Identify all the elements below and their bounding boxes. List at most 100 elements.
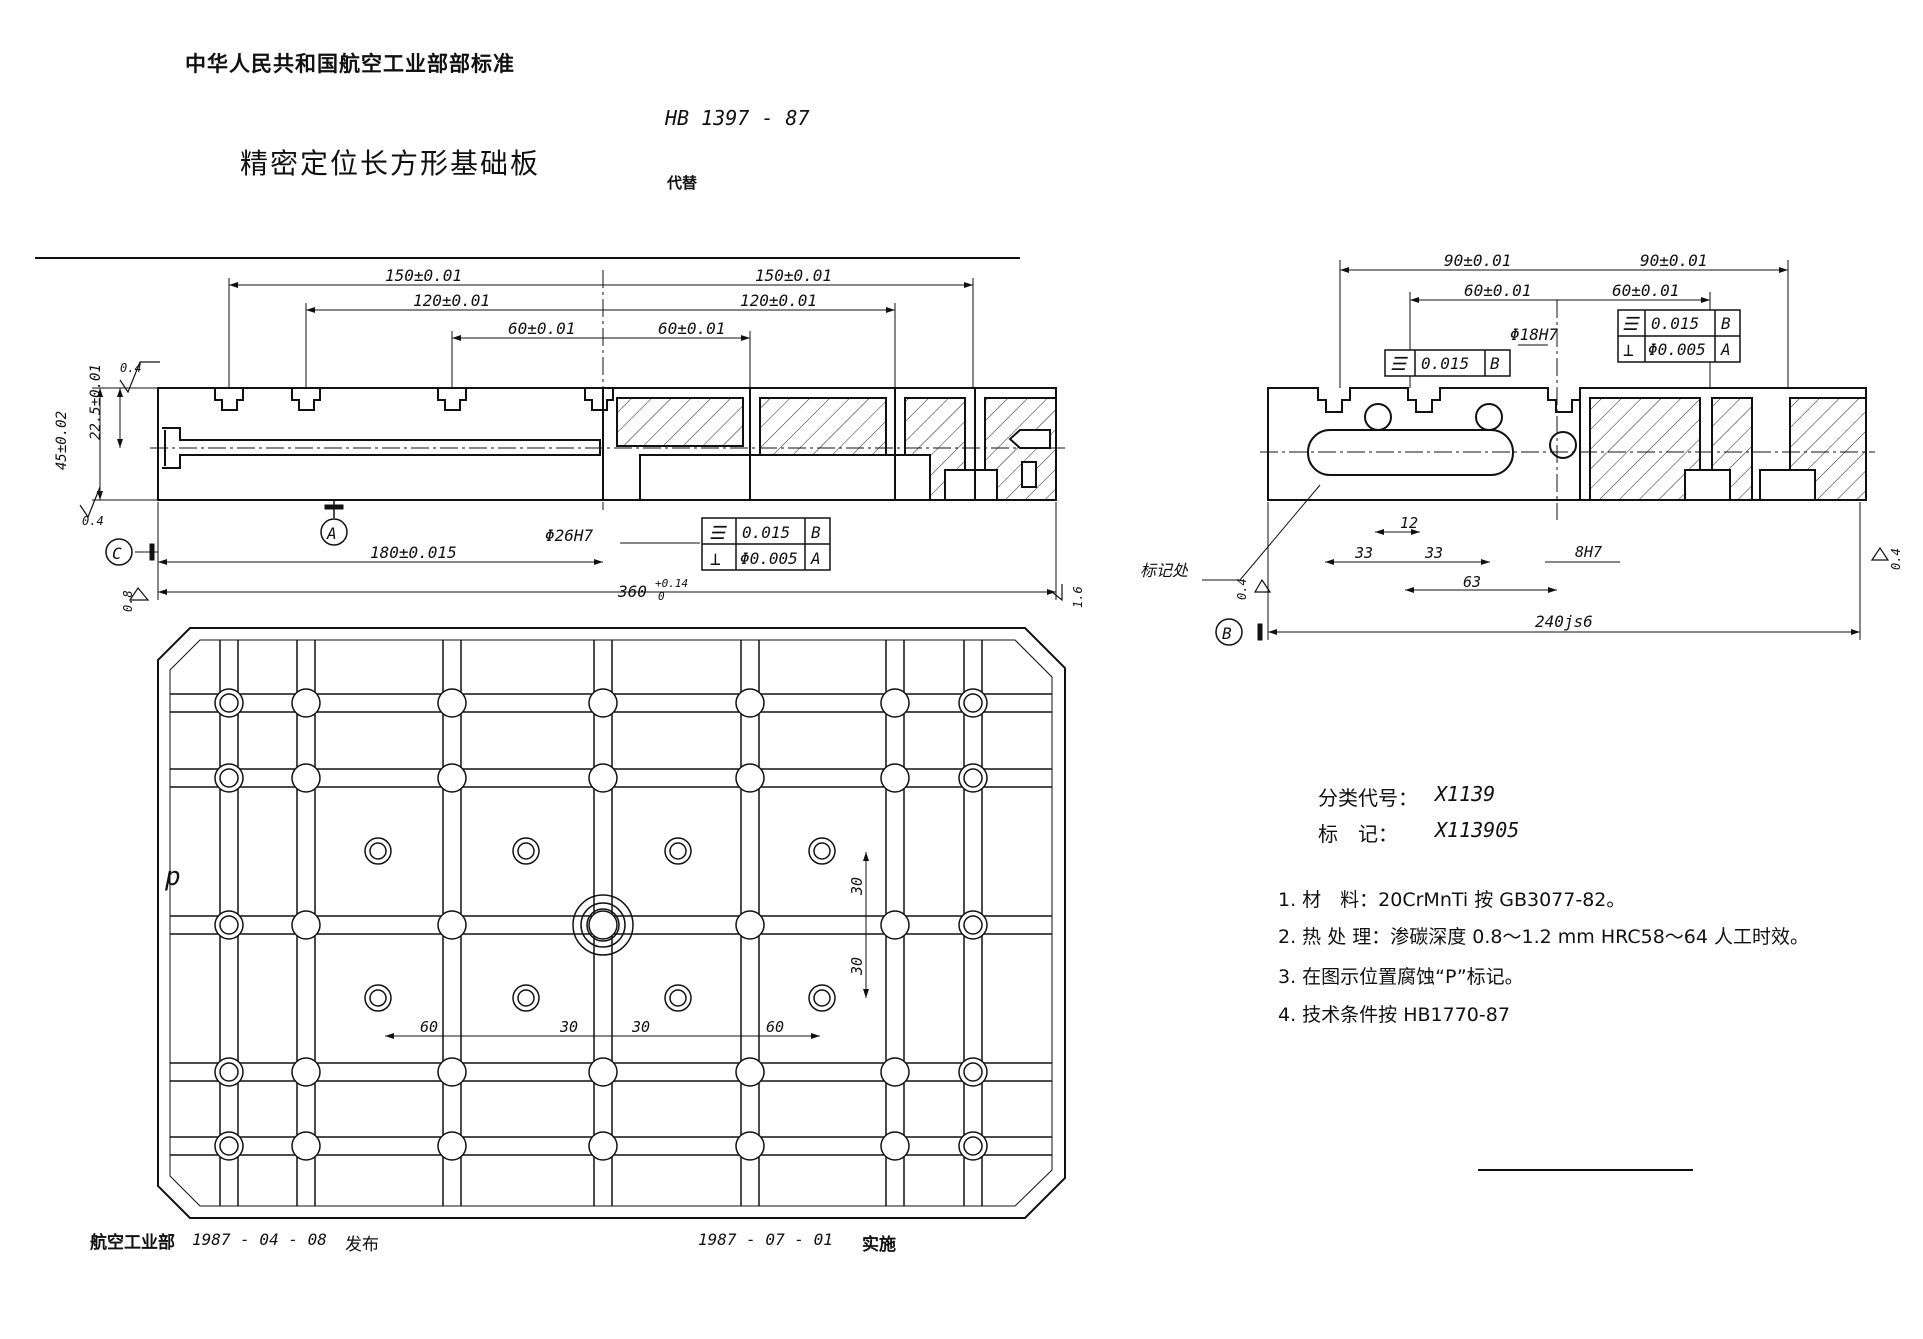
note-4: 4. 技术条件按 HB1770-87 xyxy=(1278,1004,1510,1026)
plan-hole xyxy=(291,1057,321,1087)
plan-p-mark: p xyxy=(164,862,181,892)
plan-hole xyxy=(880,910,910,940)
plan-hole-inner xyxy=(219,768,239,788)
front-roughness-bottom: 0.4 xyxy=(82,514,104,528)
plan-vdim-2: 30 xyxy=(848,957,866,976)
plan-grid xyxy=(170,640,1052,1206)
plan-hole xyxy=(588,763,618,793)
side-dim-240: 240js6 xyxy=(1535,612,1593,631)
plan-hole xyxy=(735,688,765,718)
plan-outline xyxy=(157,627,1066,1219)
plan-dim-30-right: 30 xyxy=(631,1018,650,1036)
footer-impl-label: 实施 xyxy=(862,1235,896,1255)
plan-pocket-hole xyxy=(364,837,392,865)
plan-hole xyxy=(735,910,765,940)
plan-pocket-hole-inner xyxy=(369,989,387,1007)
side-fcf-right xyxy=(1617,309,1741,363)
plan-view xyxy=(157,627,1066,1219)
side-dim-90-left: 90±0.01 xyxy=(1444,251,1511,270)
front-dim-150-left: 150±0.01 xyxy=(385,266,462,285)
plan-pocket-hole xyxy=(364,984,392,1012)
note-3: 3. 在图示位置腐蚀“P”标记。 xyxy=(1278,966,1524,988)
plan-hole xyxy=(735,1057,765,1087)
front-fcf-datum-1: B xyxy=(811,523,821,542)
side-slot-label: 8H7 xyxy=(1575,543,1602,561)
plan-hole xyxy=(291,1131,321,1161)
plan-hole xyxy=(880,1057,910,1087)
side-dim-63: 63 xyxy=(1463,573,1481,591)
plan-hole-inner xyxy=(219,693,239,713)
plan-hole-inner xyxy=(963,1062,983,1082)
plan-dim-60-right: 60 xyxy=(766,1018,784,1036)
front-datum-a: A xyxy=(326,524,337,543)
side-dim-33a: 33 xyxy=(1354,544,1373,562)
plan-pocket-hole xyxy=(808,984,836,1012)
side-fcf-left-val: 0.015 xyxy=(1421,354,1469,373)
plan-hole xyxy=(588,1131,618,1161)
side-fcf-left-datum: B xyxy=(1490,354,1500,373)
plan-hole xyxy=(735,763,765,793)
page-title: 精密定位长方形基础板 xyxy=(240,147,541,180)
side-bore-label: Φ18H7 xyxy=(1510,325,1559,344)
plan-hole xyxy=(880,763,910,793)
plan-hole xyxy=(214,1131,244,1161)
side-datum-b: B xyxy=(1222,624,1232,643)
plan-hole xyxy=(437,1057,467,1087)
front-height-45: 45±0.02 xyxy=(54,411,70,470)
standard-number: HB 1397 - 87 xyxy=(665,106,810,130)
plan-hole-inner xyxy=(963,915,983,935)
front-dim-180: 180±0.015 xyxy=(370,543,457,562)
plan-hole xyxy=(214,910,244,940)
plan-dim-60-left: 60 xyxy=(420,1018,438,1036)
footer-issuer: 航空工业部 xyxy=(90,1233,175,1253)
note-1: 1. 材 料：20CrMnTi 按 GB3077-82。 xyxy=(1278,889,1626,911)
front-dim-120-right: 120±0.01 xyxy=(740,291,817,310)
plan-hole xyxy=(735,1131,765,1161)
front-bore-label: Φ26H7 xyxy=(545,526,594,545)
front-view xyxy=(157,387,1057,501)
org-title: 中华人民共和国航空工业部部标准 xyxy=(185,52,515,76)
plan-hole-inner xyxy=(219,1062,239,1082)
plan-hole xyxy=(214,688,244,718)
side-dim-60-left: 60±0.01 xyxy=(1464,281,1531,300)
replaces-label: 代替 xyxy=(667,174,698,192)
plan-hole-inner xyxy=(219,915,239,935)
plan-hole xyxy=(588,910,618,940)
plan-hole xyxy=(588,1057,618,1087)
plan-center-bore xyxy=(572,894,634,956)
side-fcf-right-sym-2: ⊥ xyxy=(1623,340,1634,361)
side-dim-90-right: 90±0.01 xyxy=(1640,251,1707,270)
plan-hole xyxy=(437,910,467,940)
side-dim-60-right: 60±0.01 xyxy=(1612,281,1679,300)
plan-hole xyxy=(958,910,988,940)
plan-inner xyxy=(169,639,1053,1207)
front-height-22: 22.5±0.01 xyxy=(88,364,104,440)
plan-hole-inner xyxy=(963,693,983,713)
plan-hole xyxy=(437,1131,467,1161)
front-roughness-top: 0.4 xyxy=(120,361,142,375)
side-view xyxy=(1267,387,1867,501)
front-fcf-val-1: 0.015 xyxy=(742,523,790,542)
front-datum-c: C xyxy=(112,544,122,563)
front-dim-360: 360 xyxy=(617,582,647,601)
side-dim-12: 12 xyxy=(1400,514,1418,532)
plan-hole xyxy=(291,688,321,718)
front-dim-150-right: 150±0.01 xyxy=(755,266,832,285)
plan-vdim-1: 30 xyxy=(848,877,866,896)
plan-pocket-hole xyxy=(664,837,692,865)
front-fcf-val-2: Φ0.005 xyxy=(740,549,798,568)
plan-hole xyxy=(588,688,618,718)
front-dim-360-tol-low: 0 xyxy=(658,590,665,603)
plan-pocket-hole xyxy=(512,984,540,1012)
plan-pocket-hole-inner xyxy=(813,842,831,860)
side-dim-33b: 33 xyxy=(1424,544,1443,562)
side-mark-label: 标记处 xyxy=(1140,561,1189,580)
plan-hole xyxy=(958,1057,988,1087)
plan-pocket-hole xyxy=(512,837,540,865)
plan-hole xyxy=(291,763,321,793)
class-code: X1139 xyxy=(1435,782,1496,806)
side-slot xyxy=(1307,429,1514,476)
plan-hole xyxy=(291,910,321,940)
side-fcf-right-datum-1: B xyxy=(1721,314,1731,333)
